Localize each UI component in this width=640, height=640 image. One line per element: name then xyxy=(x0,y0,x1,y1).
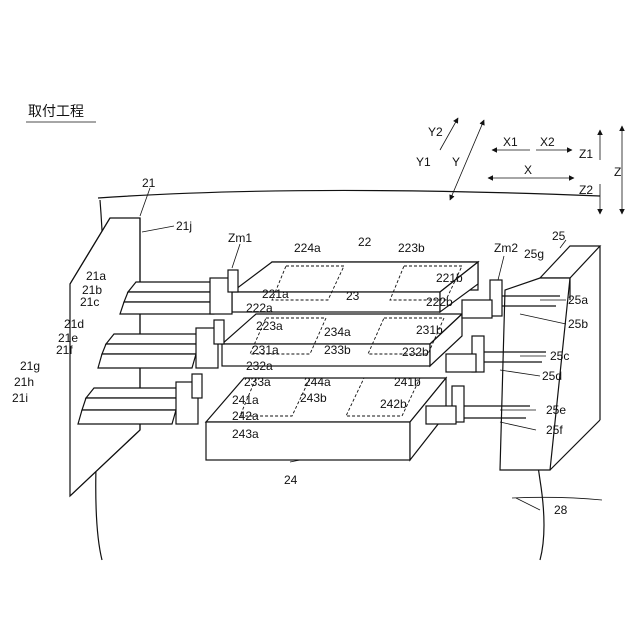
axis-z: Z xyxy=(614,165,621,179)
label-25: 25 xyxy=(552,229,566,243)
label-25e: 25e xyxy=(546,403,566,417)
axis-z1: Z1 xyxy=(579,147,593,161)
label-242a: 242a xyxy=(232,409,259,423)
label-222a: 222a xyxy=(246,301,273,315)
axis-x: X xyxy=(524,163,532,177)
label-233a: 233a xyxy=(244,375,271,389)
label-22: 22 xyxy=(358,235,372,249)
label-232b: 232b xyxy=(402,345,429,359)
label-21i: 21i xyxy=(12,391,28,405)
label-221a: 221a xyxy=(262,287,289,301)
label-243a: 243a xyxy=(232,427,259,441)
label-231b: 231b xyxy=(416,323,443,337)
label-25c: 25c xyxy=(550,349,569,363)
label-25a: 25a xyxy=(568,293,588,307)
label-223b: 223b xyxy=(398,241,425,255)
title: 取付工程 xyxy=(28,103,84,119)
label-21a: 21a xyxy=(86,269,106,283)
label-28: 28 xyxy=(554,503,568,517)
label-221b: 221b xyxy=(436,271,463,285)
label-zm2: Zm2 xyxy=(494,241,518,255)
label-244a: 244a xyxy=(304,375,331,389)
label-21: 21 xyxy=(142,176,156,190)
label-25b: 25b xyxy=(568,317,588,331)
label-21g: 21g xyxy=(20,359,40,373)
label-224a: 224a xyxy=(294,241,321,255)
axis-y1: Y1 xyxy=(416,155,431,169)
label-223a: 223a xyxy=(256,319,283,333)
label-241a: 241a xyxy=(232,393,259,407)
label-zm1: Zm1 xyxy=(228,231,252,245)
label-25g: 25g xyxy=(524,247,544,261)
axis-y2: Y2 xyxy=(428,125,443,139)
label-222b: 222b xyxy=(426,295,453,309)
label-241b: 241b xyxy=(394,375,421,389)
label-21j: 21j xyxy=(176,219,192,233)
label-232a: 232a xyxy=(246,359,273,373)
label-25f: 25f xyxy=(546,423,563,437)
label-233b: 233b xyxy=(324,343,351,357)
label-21f: 21f xyxy=(56,343,73,357)
label-23: 23 xyxy=(346,289,360,303)
axis-x2: X2 xyxy=(540,135,555,149)
axis-indicators: Y2 Y1 Y X1 X2 X Z1 Z2 Z xyxy=(416,118,622,214)
label-25d: 25d xyxy=(542,369,562,383)
label-242b: 242b xyxy=(380,397,407,411)
label-21c: 21c xyxy=(80,295,99,309)
label-21d: 21d xyxy=(64,317,84,331)
label-231a: 231a xyxy=(252,343,279,357)
label-24: 24 xyxy=(284,473,298,487)
axis-y: Y xyxy=(452,155,460,169)
label-234a: 234a xyxy=(324,325,351,339)
axis-x1: X1 xyxy=(503,135,518,149)
label-21h: 21h xyxy=(14,375,34,389)
label-243b: 243b xyxy=(300,391,327,405)
